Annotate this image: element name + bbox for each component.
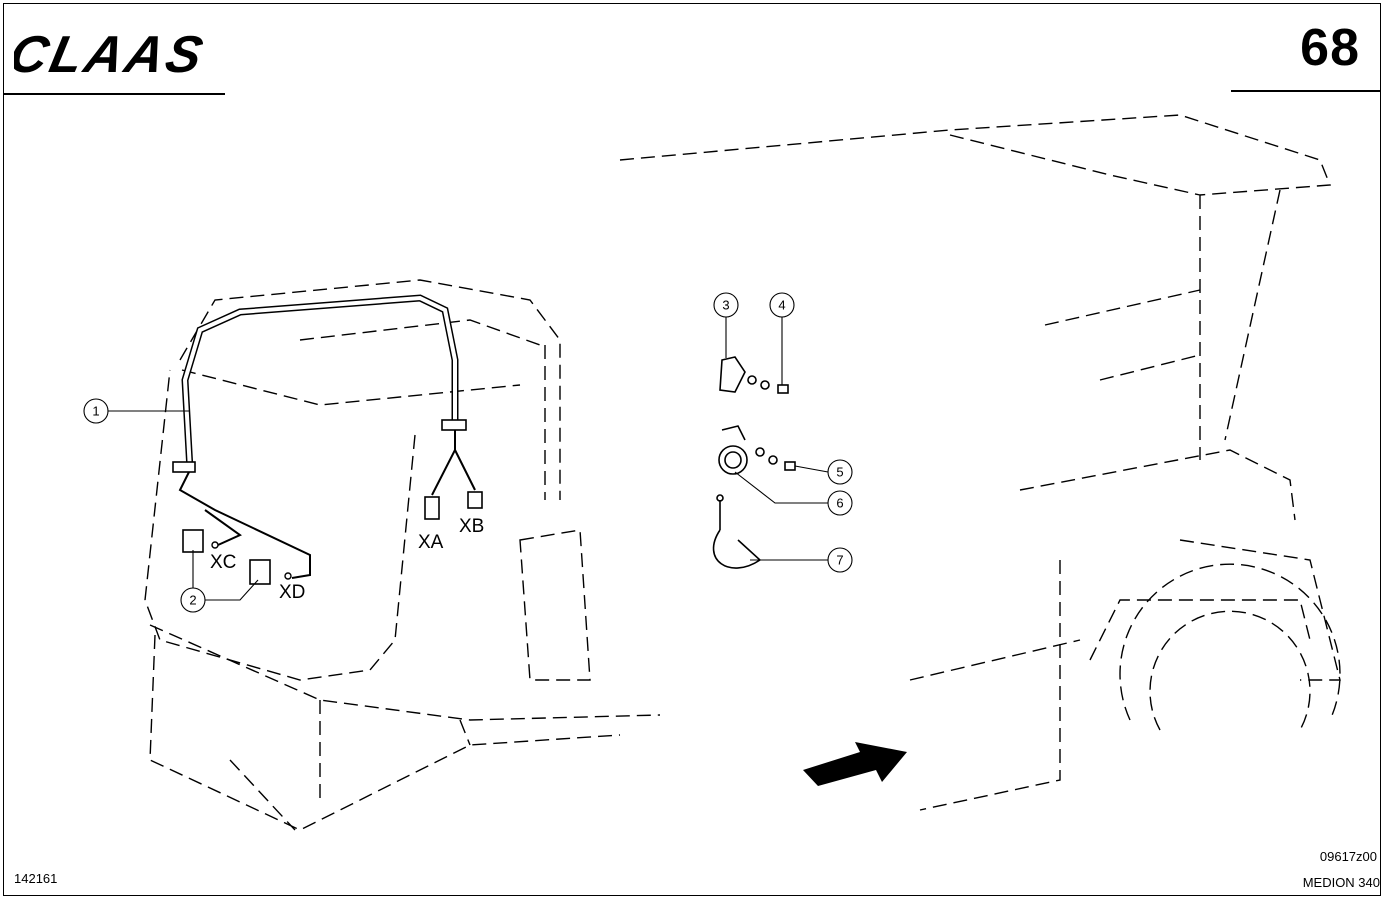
svg-text:5: 5 [836,465,843,480]
callout-3: 3 [713,292,739,318]
page-number: 68 [1300,19,1360,77]
callout-5: 5 [827,459,853,485]
figure-code: 09617z00 [1319,849,1377,864]
claas-logo: CLAAS [14,28,211,78]
model-name: MEDION 340 [1302,875,1380,890]
machine-outline [144,114,1341,831]
svg-text:CLAAS: CLAAS [14,28,211,78]
callout-7: 7 [827,547,853,573]
connector-label-xc: XC [210,552,236,573]
header-rule-right [1231,90,1381,92]
connector-label-xb: XB [459,516,484,537]
direction-arrow-icon [803,742,907,786]
svg-text:3: 3 [722,298,729,313]
drawing-frame [3,3,1381,896]
callout-1: 1 [83,398,109,424]
callout-2: 2 [180,587,206,613]
svg-text:7: 7 [836,553,843,568]
hardware-parts [712,356,796,569]
svg-text:4: 4 [778,298,785,313]
callout-6: 6 [827,490,853,516]
connector-label-xd: XD [279,582,305,603]
svg-text:6: 6 [836,496,843,511]
header-rule-left [3,93,225,95]
leader-lines [108,317,829,601]
svg-text:2: 2 [189,593,196,608]
svg-text:1: 1 [92,404,99,419]
connector-label-xa: XA [418,532,444,553]
callout-4: 4 [769,292,795,318]
wiring-harness [172,294,483,585]
drawing-number: 142161 [14,871,58,886]
